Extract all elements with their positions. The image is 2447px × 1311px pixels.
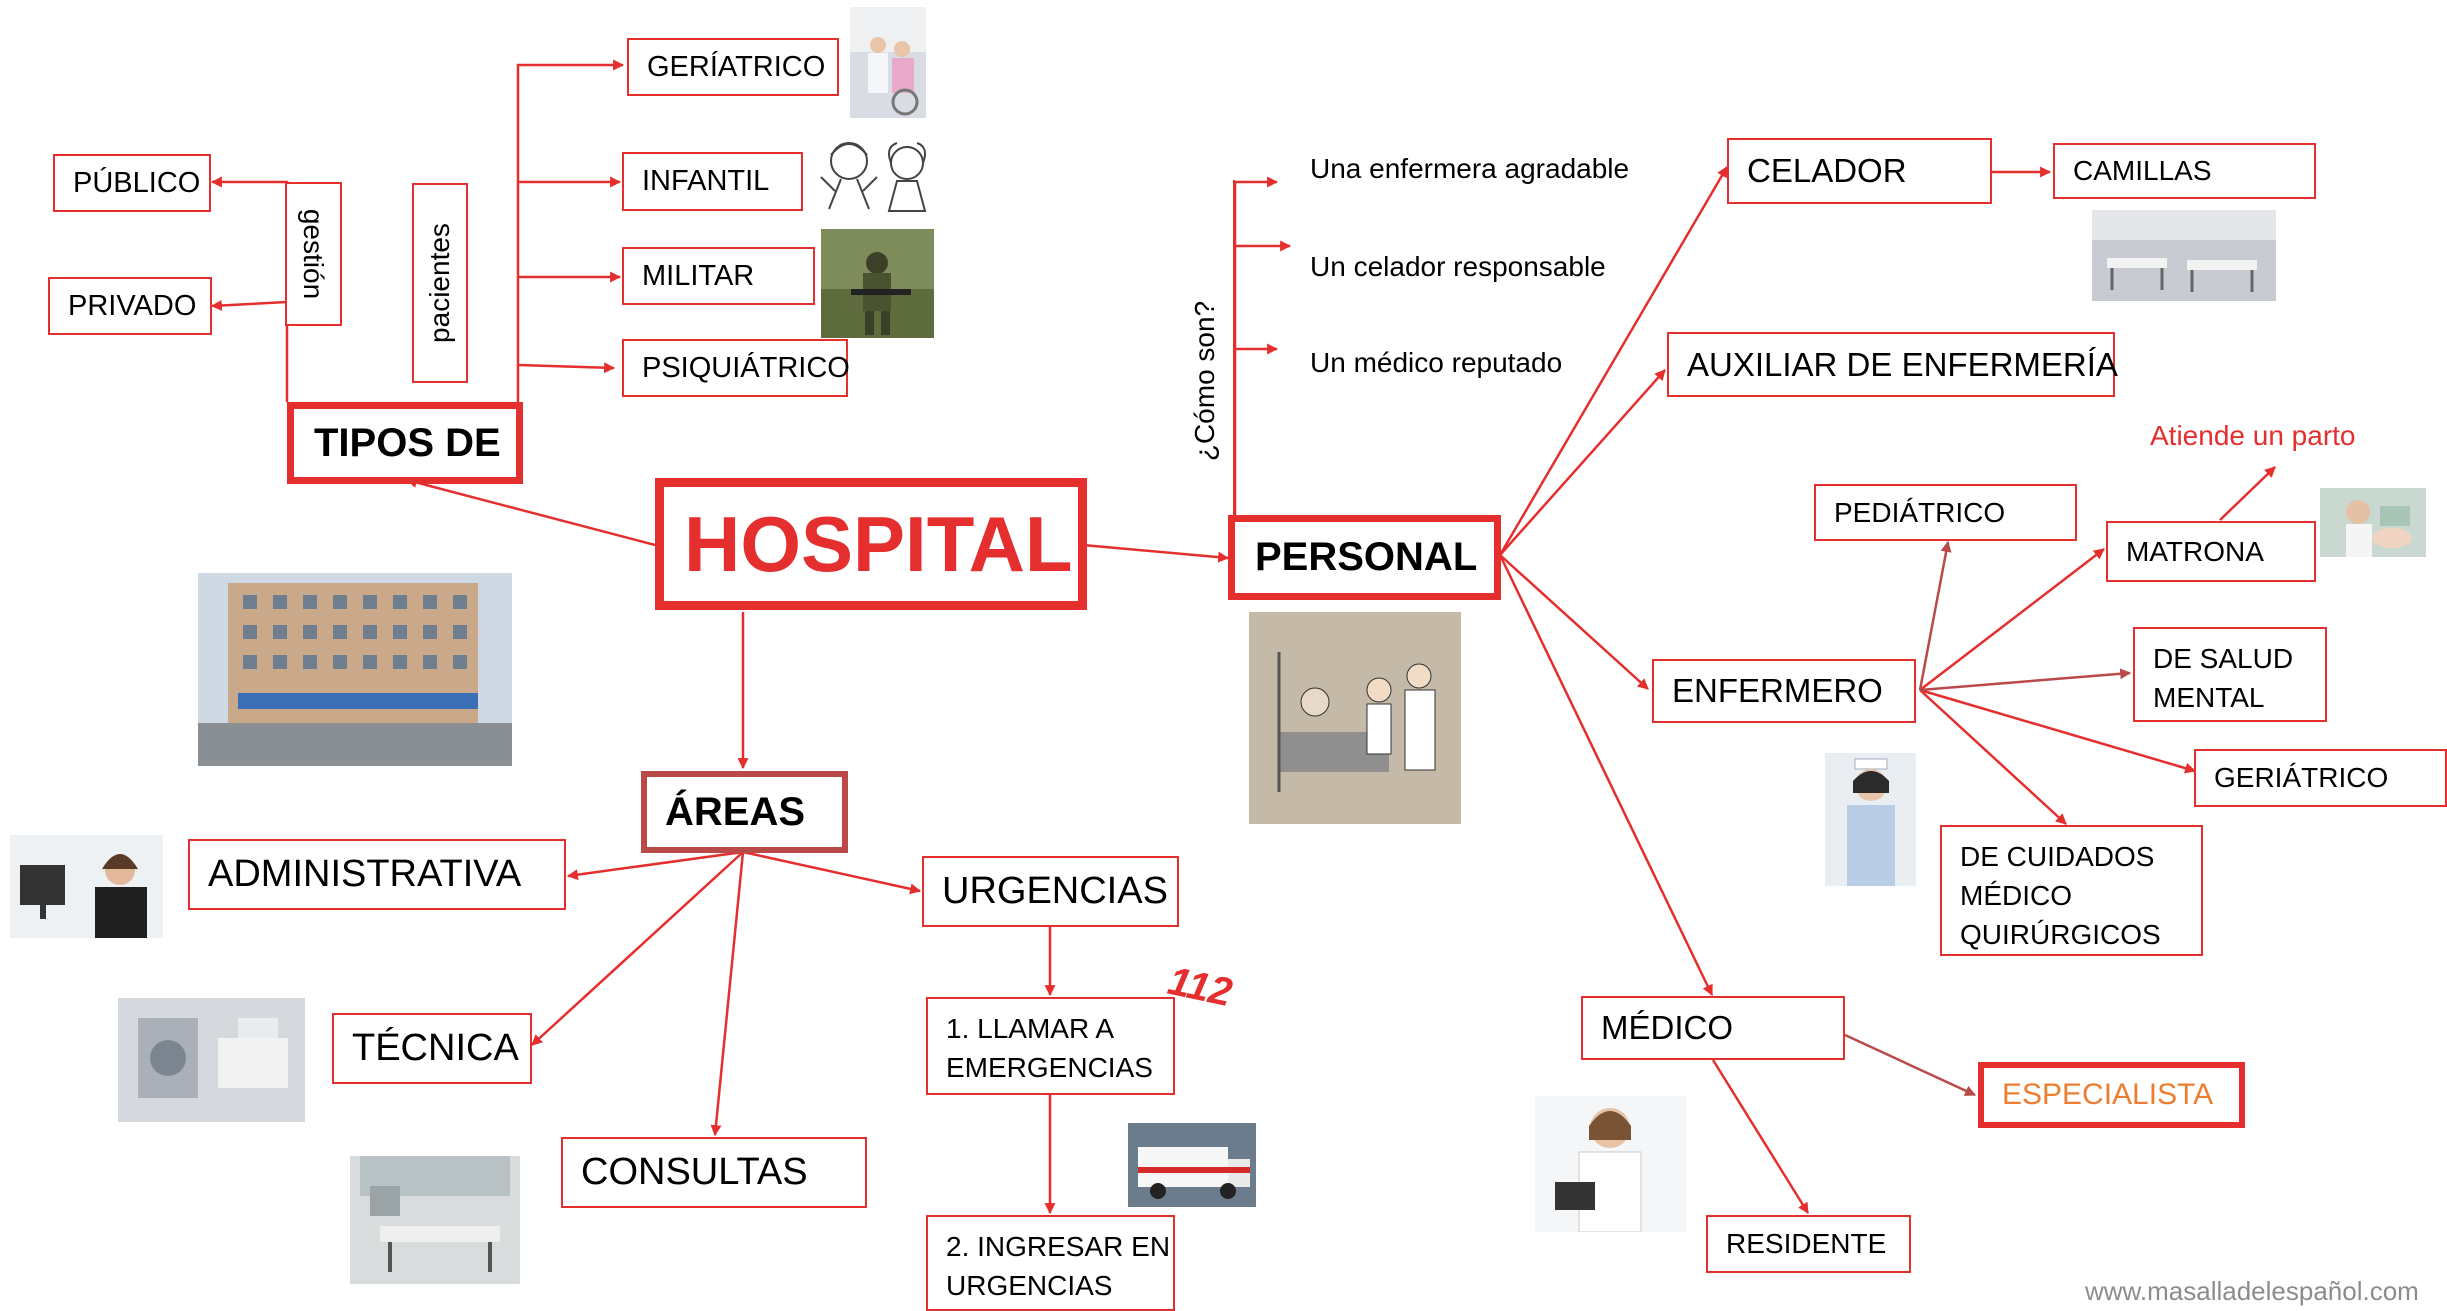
children-drawing: [811, 129, 943, 221]
personal-node: PERSONAL: [1228, 515, 1501, 600]
matrona-note: Atiende un parto: [2150, 420, 2356, 451]
enfermero-salud-mental: DE SALUD MENTAL: [2133, 627, 2327, 722]
receptionist-photo: [10, 835, 163, 938]
hospital-building-photo: [198, 573, 512, 766]
nurse-photo: [1825, 753, 1916, 886]
area-consultas: CONSULTAS: [561, 1137, 867, 1208]
pacientes-label: pacientes: [424, 223, 455, 343]
medico-especialista: ESPECIALISTA: [1978, 1062, 2245, 1128]
enfermero-geriatrico: GERIÁTRICO: [2194, 749, 2447, 807]
newborn-photo: [2320, 488, 2426, 557]
urgencias-step-2: 2. INGRESAR EN URGENCIAS: [926, 1215, 1175, 1311]
medico-residente: RESIDENTE: [1706, 1215, 1911, 1273]
pacientes-geriatrico: GERÍATRICO: [627, 38, 839, 96]
watermark: www.masalladelespañol.com: [2085, 1276, 2419, 1306]
medico-node: MÉDICO: [1581, 996, 1845, 1060]
enfermero-node: ENFERMERO: [1652, 659, 1916, 723]
como-medico: Un médico reputado: [1310, 347, 1563, 378]
urgencias-step-1: 1. LLAMAR A EMERGENCIAS: [926, 997, 1175, 1095]
pacientes-label-box: pacientes: [412, 183, 468, 383]
gestion-privado: PRIVADO: [48, 277, 212, 335]
geriatric-care-photo: [850, 7, 926, 118]
pacientes-militar: MILITAR: [622, 247, 815, 305]
enfermero-pediatrico: PEDIÁTRICO: [1814, 484, 2077, 541]
ambulance-photo: [1128, 1123, 1256, 1207]
como-son-label-box: ¿Cómo son?: [1176, 270, 1234, 492]
soldier-photo: [821, 229, 934, 338]
area-administrativa: ADMINISTRATIVA: [188, 839, 566, 910]
auxiliar-node: AUXILIAR DE ENFERMERÍA: [1667, 332, 2118, 397]
personal-title: PERSONAL: [1255, 535, 1478, 579]
stretchers-photo: [2092, 210, 2276, 301]
area-tecnica: TÉCNICA: [332, 1013, 532, 1084]
tipos-node: TIPOS DE: [287, 402, 523, 484]
gestion-label: gestión: [298, 208, 330, 300]
nurse-patient-drawing: [1249, 612, 1461, 824]
gestion-publico: PÚBLICO: [53, 154, 211, 212]
como-son-line: [1233, 180, 1235, 515]
celador-node: CELADOR: [1727, 138, 1992, 204]
pacientes-infantil: INFANTIL: [622, 152, 803, 211]
gestion-label-box: gestión: [285, 182, 342, 326]
lab-photo: [118, 998, 305, 1122]
enfermero-cuidados: DE CUIDADOS MÉDICO QUIRÚRGICOS: [1940, 825, 2203, 956]
exam-room-photo: [350, 1156, 520, 1284]
tipos-title: TIPOS DE: [314, 420, 501, 465]
enfermero-matrona: MATRONA: [2106, 521, 2316, 582]
hospital-node: HOSPITAL: [655, 478, 1087, 610]
pacientes-psiquiatrico: PSIQUIÁTRICO: [622, 339, 850, 397]
como-son-label: ¿Cómo son?: [1189, 300, 1221, 462]
como-celador: Un celador responsable: [1310, 251, 1606, 282]
areas-title: ÁREAS: [665, 789, 806, 834]
hospital-title: HOSPITAL: [684, 499, 1073, 588]
como-enfermera: Una enfermera agradable: [1310, 153, 1630, 184]
area-urgencias: URGENCIAS: [922, 856, 1179, 927]
camillas-node: CAMILLAS: [2053, 143, 2316, 199]
areas-node: ÁREAS: [641, 771, 848, 853]
doctor-photo: [1535, 1096, 1686, 1232]
